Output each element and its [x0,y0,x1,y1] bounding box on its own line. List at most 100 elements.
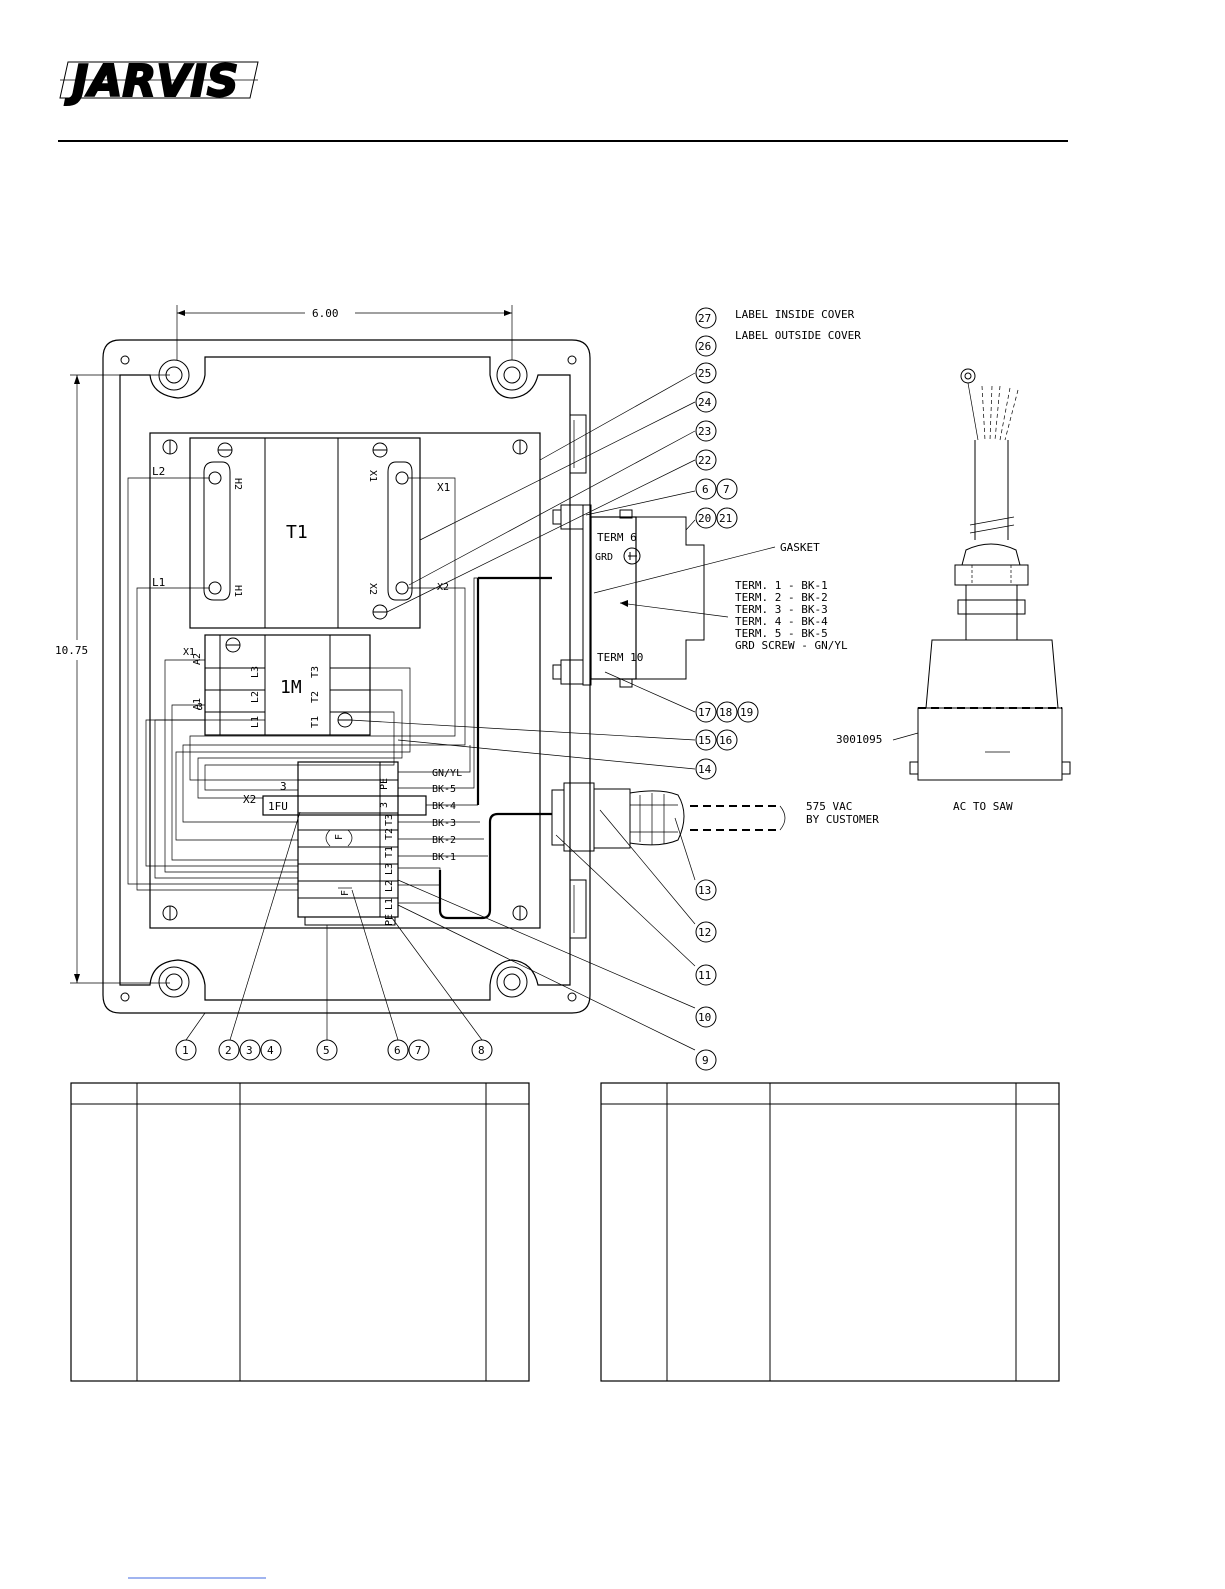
svg-text:6: 6 [394,1044,401,1057]
callout-14: 14 [695,758,717,780]
callout-7-top: 7 [716,478,738,500]
gasket-label: GASKET [780,541,820,554]
three-wire-label: 3 [280,780,287,793]
a2-label: A2 [192,653,203,665]
customer-supply-line2: BY CUSTOMER [806,813,879,826]
svg-text:11: 11 [698,969,711,982]
svg-text:19: 19 [740,706,753,719]
callout-22: 22 [695,449,717,471]
part-number-label: 3001095 [836,733,882,746]
a1-label: A1 [192,698,203,710]
x1-wire-label: X1 [437,481,450,494]
svg-text:F: F [340,890,351,896]
svg-text:18: 18 [719,706,732,719]
1m-label: 1M [280,677,302,698]
gasket-leader [593,546,776,594]
wire-label-bk2: BK-2 [432,835,456,846]
svg-text:26: 26 [698,340,711,353]
svg-text:9: 9 [702,1054,709,1067]
x1-term-label: X1 [367,470,378,482]
wire-label-bk1: BK-1 [432,852,456,863]
svg-text:2: 2 [225,1044,232,1057]
svg-text:F: F [334,834,345,840]
t1-terminal-label: T1 [384,846,395,858]
l1-contact-label: L1 [250,716,261,728]
callout-26: 26 [695,335,717,357]
l1-wire-label: L1 [152,576,165,589]
svg-text:1: 1 [182,1044,189,1057]
pe-bottom-label: PE [384,914,395,926]
callout-17: 17 [695,701,717,723]
svg-text:22: 22 [698,454,711,467]
leader-lines [185,372,1010,1051]
svg-text:7: 7 [415,1044,422,1057]
svg-text:13: 13 [698,884,711,897]
terminal-list-item-2: TERM. 2 - BK-2 [735,591,828,604]
terminal-list-item-4: TERM. 4 - BK-4 [735,615,828,628]
cable-gland [551,782,786,852]
svg-text:8: 8 [478,1044,485,1057]
callout-6-bottom: 6 [387,1039,409,1061]
cover-side-plate: TERM 6 GRD TERM 10 [552,504,705,688]
callout-16: 16 [716,729,738,751]
svg-text:27: 27 [698,312,711,325]
t3-terminal-label: T3 [384,814,395,826]
callout-18: 18 [716,701,738,723]
h2-label: H2 [232,478,243,490]
dimension-width-value: 6.00 [312,307,339,320]
l2-wire-label: L2 [152,465,165,478]
callout-23: 23 [695,420,717,442]
dimension-width: 6.00 [176,305,513,360]
x2-term-label: X2 [367,583,378,595]
x2-fuse-label: X2 [243,793,256,806]
label-inside-cover: LABEL INSIDE COVER [735,308,855,321]
label-outside-cover: LABEL OUTSIDE COVER [735,329,861,342]
term10-label: TERM 10 [597,651,643,664]
terminal-list-item-6: GRD SCREW - GN/YL [735,639,848,652]
dimension-height-value: 10.75 [55,644,88,657]
callouts: 27 26 25 24 23 22 6 7 20 21 17 18 19 15 … [175,307,759,1071]
t2-contact-label: T2 [310,691,321,703]
svg-text:24: 24 [698,396,712,409]
svg-text:12: 12 [698,926,711,939]
l2-terminal-label: L2 [384,880,395,892]
svg-text:17: 17 [698,706,711,719]
callout-2: 2 [218,1039,240,1061]
l3-contact-label: L3 [250,666,261,678]
terminal-block: PE 3 T2 T3 T1 L3 L2 L1 PE [297,761,399,926]
svg-text:23: 23 [698,425,711,438]
callout-27: 27 [695,307,717,329]
term6-label: TERM 6 [597,531,637,544]
callout-25: 25 [695,362,717,384]
wire-label-gnyl: GN/YL [432,768,462,779]
customer-supply-line1: 575 VAC [806,800,852,813]
callout-12: 12 [695,921,717,943]
callout-13: 13 [695,879,717,901]
callout-7-bottom: 7 [408,1039,430,1061]
contactor-1m: 1M A2 A1 L3 L2 L1 T3 T2 T1 [192,634,371,736]
svg-text:21: 21 [719,512,732,525]
callout-9: 9 [695,1049,717,1071]
three-terminal-label: 3 [379,802,390,808]
fuse-1fu: 1FU [262,795,427,816]
ac-to-saw-label: AC TO SAW [953,800,1013,813]
svg-text:25: 25 [698,367,711,380]
svg-text:7: 7 [723,483,730,496]
svg-text:5: 5 [323,1044,330,1057]
callout-20: 20 [695,507,717,529]
svg-text:10: 10 [698,1011,711,1024]
t2-terminal-label: T2 [384,828,395,840]
h1-label: H1 [232,585,243,597]
callout-19: 19 [737,701,759,723]
jarvis-logo: JARVIS [59,55,259,108]
callout-4: 4 [260,1039,282,1061]
parts-table-right [600,1082,1060,1382]
wire-labels: GN/YL BK-5 BK-4 BK-3 BK-2 BK-1 [432,768,462,863]
l2-contact-label: L2 [250,691,261,703]
callout-1: 1 [175,1039,197,1061]
svg-text:20: 20 [698,512,711,525]
svg-text:16: 16 [719,734,732,747]
x1-coil-label: X1 [183,647,195,658]
wire-label-bk5: BK-5 [432,784,456,795]
